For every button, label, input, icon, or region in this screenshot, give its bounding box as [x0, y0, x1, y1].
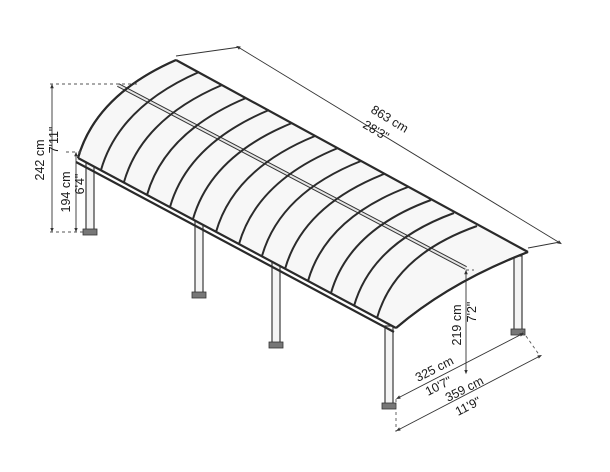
post-front-left	[384, 325, 394, 407]
side-height-ft-label: 6'4"	[73, 174, 87, 195]
roof-back-arch	[76, 58, 177, 159]
side-height-cm-label: 194 cm	[59, 172, 73, 213]
post-foot	[191, 291, 207, 299]
post-foot	[268, 341, 284, 349]
front-height-cm-label: 219 cm	[450, 305, 464, 346]
roof	[75, 58, 529, 333]
total-height-dimension: 242 cm 7'11"	[33, 83, 140, 233]
side-height-dimension: 194 cm 6'4"	[59, 151, 87, 233]
roof-gutter-left	[75, 161, 395, 333]
post-foot	[82, 228, 98, 236]
front-height-ft-label: 7'2"	[465, 302, 479, 323]
post-front-right	[513, 255, 523, 333]
outer-width-dimension-line	[396, 354, 542, 432]
post-foot	[381, 402, 397, 410]
total-height-ft-label: 7'11"	[47, 127, 61, 154]
length-dimension-line	[236, 45, 562, 245]
post-left-front	[271, 261, 281, 345]
roof-front-arch	[395, 250, 529, 329]
total-height-cm-label: 242 cm	[33, 140, 47, 181]
outer-width-dimension: 359 cm 11'9"	[395, 335, 542, 432]
